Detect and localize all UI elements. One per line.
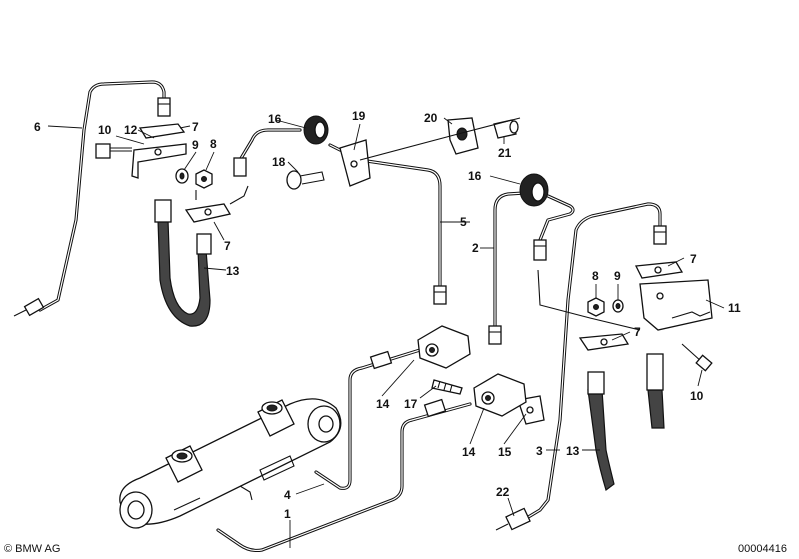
nut-8-left [195, 169, 213, 189]
pipe-fittings [13, 97, 667, 531]
callout-6: 6 [34, 120, 41, 134]
callout-5: 5 [460, 215, 467, 229]
pipe-nut-short-left [233, 157, 247, 177]
pipe-nut-22 [495, 507, 531, 531]
callout-22: 22 [496, 485, 510, 499]
grommet-16-right [519, 173, 549, 207]
callout-3: 3 [536, 444, 543, 458]
callout-16-left: 16 [268, 112, 282, 126]
brake-master-cylinder [119, 398, 342, 529]
callout-labels: 6 10 12 7 9 8 7 13 16 18 19 20 21 16 5 2… [34, 109, 741, 521]
screw-18 [286, 170, 325, 190]
brake-pipes [38, 80, 662, 553]
brake-hoses [154, 199, 665, 491]
callout-8-right: 8 [592, 269, 599, 283]
callout-1: 1 [284, 507, 291, 521]
callout-7-left: 7 [224, 239, 231, 253]
callout-7-right-mid: 7 [634, 325, 641, 339]
copyright-text: © BMW AG [4, 543, 60, 555]
washer-9-right [612, 299, 624, 313]
callout-19: 19 [352, 109, 366, 123]
bracket-12 [131, 123, 187, 179]
callout-10-right: 10 [690, 389, 704, 403]
callout-17: 17 [404, 397, 418, 411]
distributor-lower [473, 373, 527, 417]
callout-18: 18 [272, 155, 286, 169]
brake-pipe-2 [493, 190, 542, 332]
callout-9-left: 9 [192, 138, 199, 152]
callout-16-right: 16 [468, 169, 482, 183]
callout-7-right-top: 7 [690, 252, 697, 266]
callout-15: 15 [498, 445, 512, 459]
callout-14-left: 14 [376, 397, 390, 411]
drawing-number: 00004416 [738, 543, 787, 555]
screw-17 [431, 379, 463, 395]
master-cylinder-port-front [165, 445, 203, 483]
brake-hose-right-1 [587, 389, 615, 491]
master-cylinder-port-rear [257, 399, 295, 437]
callout-13-left: 13 [226, 264, 240, 278]
callout-8-left: 8 [210, 137, 217, 151]
pipe-nut-1 [423, 398, 447, 418]
pipe-nut-2-bottom [488, 325, 502, 345]
pipe-nut-upper-right [533, 239, 547, 261]
bolt-10-left [95, 143, 132, 159]
callout-12: 12 [124, 123, 138, 137]
hardware [95, 117, 713, 395]
washer-9-left [175, 168, 189, 184]
callout-4: 4 [284, 488, 291, 502]
clamp-20 [447, 117, 479, 155]
brackets [131, 123, 713, 425]
bracket-7-right-top [634, 261, 684, 279]
pipe-nut-4 [369, 350, 393, 370]
bracket-11 [639, 279, 713, 331]
callout-21: 21 [498, 146, 512, 160]
brake-pipe-6 [38, 80, 166, 312]
grommets [303, 115, 549, 207]
callout-13-right: 13 [566, 444, 580, 458]
brake-hose-right-2 [647, 389, 665, 429]
distributor-blocks [417, 325, 527, 417]
pipe-nut-right-top [653, 225, 667, 245]
callout-10-left: 10 [98, 123, 112, 137]
grommet-16-left [303, 115, 329, 145]
leader-lines [47, 117, 725, 548]
nut-8-right [587, 297, 605, 317]
pipe-nut-left-end [13, 297, 45, 317]
bracket-19 [339, 139, 371, 187]
callout-2: 2 [472, 241, 479, 255]
distributor-upper [417, 325, 471, 369]
sleeve-21 [493, 119, 519, 139]
bolt-10-right [681, 343, 713, 372]
bracket-7-left [184, 203, 232, 223]
callout-7-top-left: 7 [192, 120, 199, 134]
pipe-nut-top-left [157, 97, 171, 117]
callout-14-right: 14 [462, 445, 476, 459]
callout-9-right: 9 [614, 269, 621, 283]
pipe-nut-5-top [433, 285, 447, 305]
callout-11: 11 [728, 301, 741, 315]
callout-20: 20 [424, 111, 438, 125]
